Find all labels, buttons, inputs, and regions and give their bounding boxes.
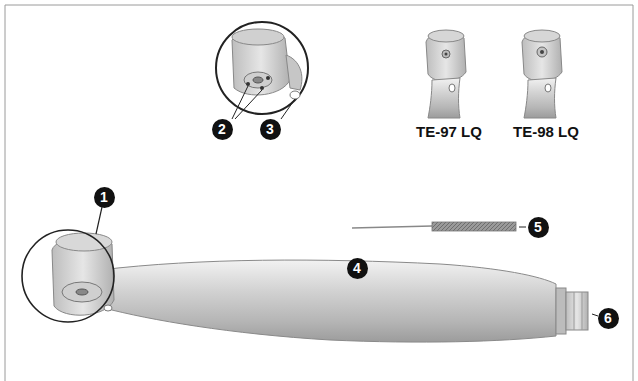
callout-number: 3 bbox=[260, 119, 281, 140]
callout-number: 1 bbox=[94, 187, 115, 208]
model-name: TE-98 LQ bbox=[511, 123, 581, 140]
callout-number: 6 bbox=[598, 308, 619, 329]
callout-number: 4 bbox=[347, 258, 368, 279]
model-name: TE-97 LQ bbox=[414, 123, 484, 140]
callout-number: 5 bbox=[528, 217, 549, 238]
callout-number: 2 bbox=[212, 119, 233, 140]
